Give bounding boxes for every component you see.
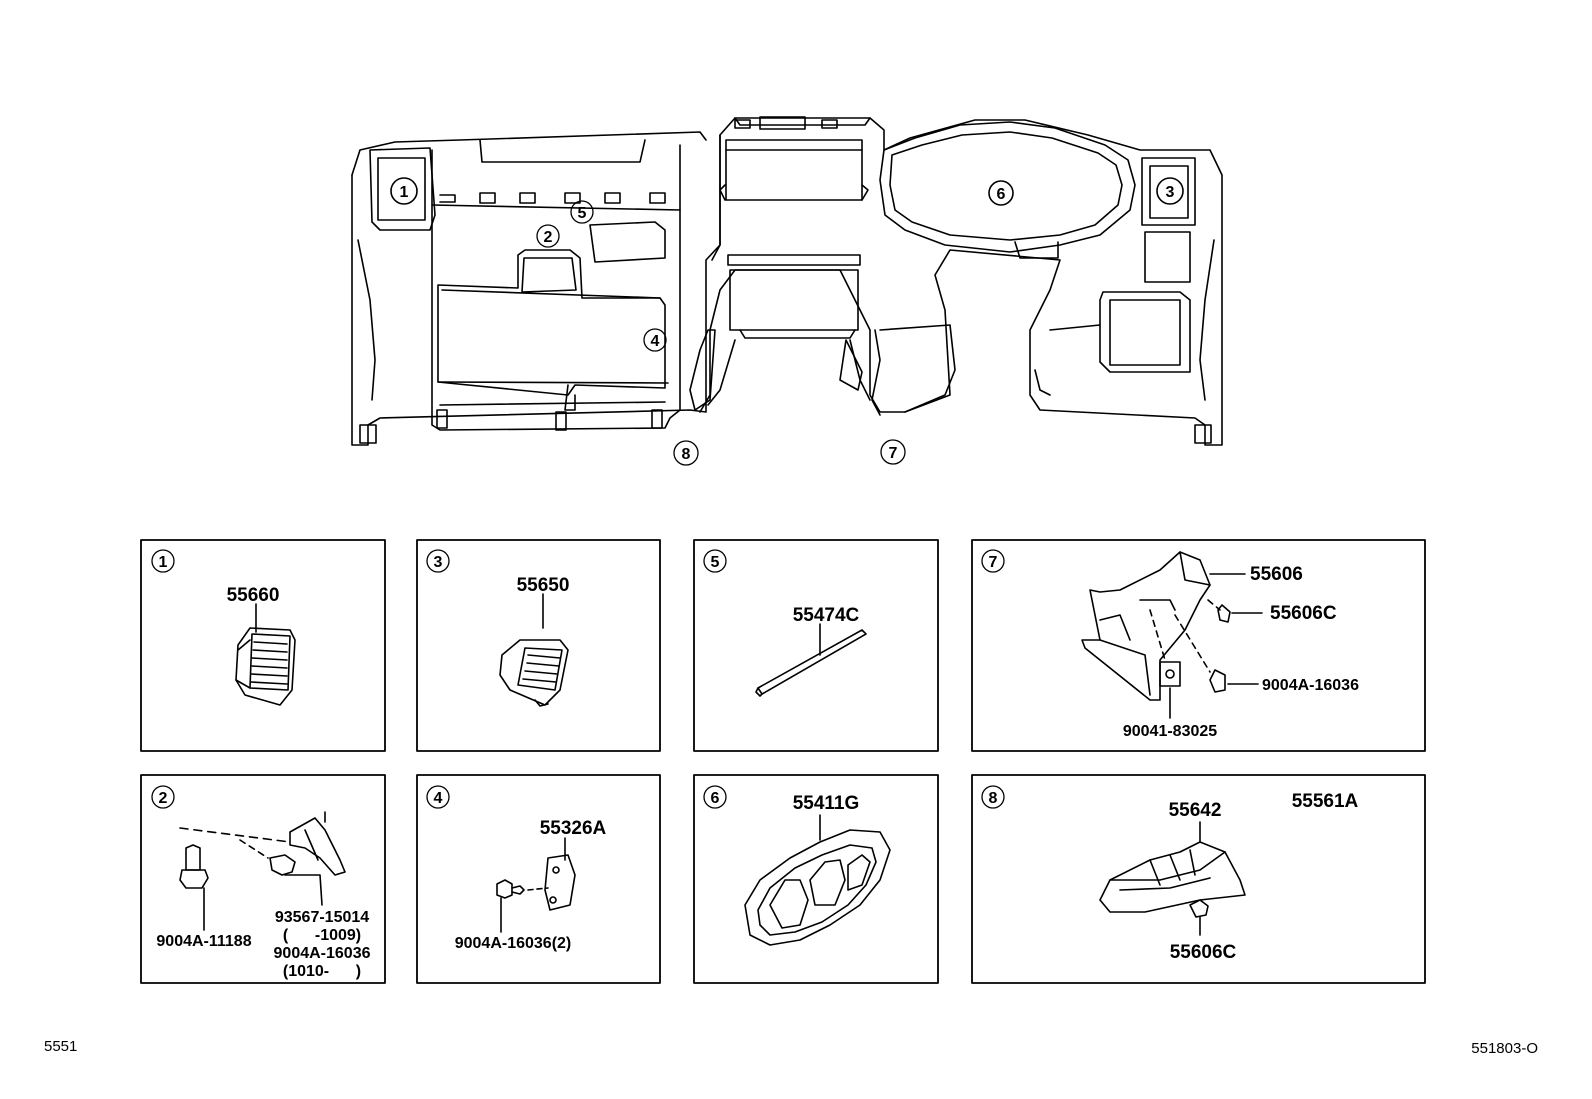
dashboard-overview <box>351 116 1223 446</box>
callout-1: 1 <box>400 184 409 201</box>
panel-2-number: 2 <box>159 790 168 807</box>
part-label-55326A: 55326A <box>540 818 607 839</box>
part-label-55660: 55660 <box>227 585 280 606</box>
callout-4: 4 <box>651 333 660 350</box>
part-label-9004A-11188: 9004A-11188 <box>156 933 251 950</box>
callout-2: 2 <box>544 229 553 246</box>
part-label-range-1: ( -1009) <box>283 927 361 944</box>
part-label-55650: 55650 <box>517 575 570 596</box>
part-label-55474C: 55474C <box>793 605 860 626</box>
part-label-55411G: 55411G <box>793 793 860 814</box>
panel-4-box <box>416 774 661 984</box>
part-label-55642: 55642 <box>1169 800 1222 821</box>
footer-page-code: 5551 <box>44 1038 78 1055</box>
strip-55474C-drawing <box>755 623 867 697</box>
part-label-9004A-16036: 9004A-16036 <box>1262 677 1359 694</box>
part-label-93567-15014: 93567-15014 <box>275 909 369 926</box>
vent-55650-drawing <box>499 593 569 707</box>
part-label-90041-83025: 90041-83025 <box>1123 723 1217 740</box>
panel-7-number: 7 <box>989 554 998 571</box>
part-label-9004A-16036-2: 9004A-16036 <box>274 945 371 962</box>
part-label-55561A: 55561A <box>1292 791 1359 812</box>
panel-4-number: 4 <box>434 790 443 807</box>
callout-5: 5 <box>578 205 587 222</box>
panel-6-box <box>693 774 939 984</box>
part-label-range-2: (1010- ) <box>283 963 361 980</box>
panel-8-box <box>971 774 1426 984</box>
panel-5-number: 5 <box>711 554 720 571</box>
panel-7-box <box>971 539 1426 752</box>
part-label-55606C-8: 55606C <box>1170 942 1237 963</box>
callout-7: 7 <box>889 445 898 462</box>
footer-figure-code: 551803-O <box>1471 1040 1538 1057</box>
panel-1-box <box>140 539 386 752</box>
part-label-55606: 55606 <box>1250 564 1303 585</box>
panel-8-number: 8 <box>989 790 998 807</box>
panel-2-box <box>140 774 386 984</box>
panel-4-drawing <box>496 837 576 933</box>
vent-55660-drawing <box>235 603 296 706</box>
panel-2-drawing <box>179 811 346 931</box>
part-label-55606C: 55606C <box>1270 603 1337 624</box>
callout-8: 8 <box>682 446 691 463</box>
callout-3: 3 <box>1166 184 1175 201</box>
panel-6-drawing <box>744 814 891 946</box>
part-label-9004A-16036-qty: 9004A-16036(2) <box>455 935 572 952</box>
panel-7-drawing <box>1081 551 1263 719</box>
callout-6: 6 <box>997 186 1006 203</box>
panel-5-box <box>693 539 939 752</box>
panel-6-number: 6 <box>711 790 720 807</box>
panel-1-number: 1 <box>159 554 168 571</box>
panel-8-drawing <box>1099 821 1246 936</box>
panel-3-box <box>416 539 661 752</box>
panel-3-number: 3 <box>434 554 443 571</box>
